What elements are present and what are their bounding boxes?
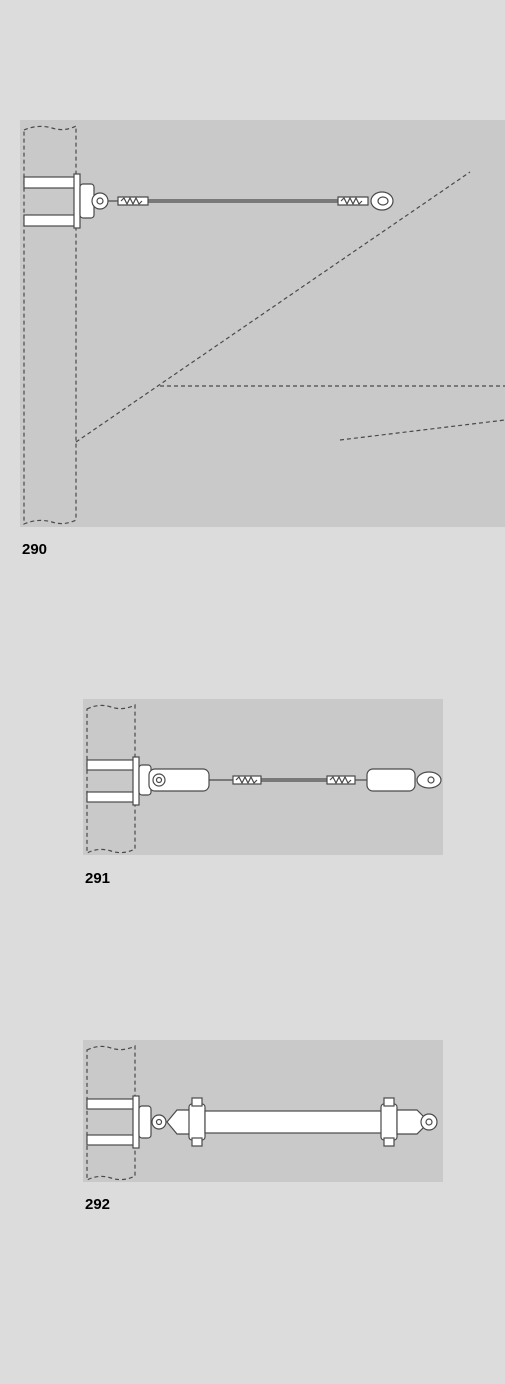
figure-291-panel bbox=[83, 699, 443, 855]
clamp-bracket bbox=[86, 1095, 167, 1149]
figure-label: 290 bbox=[22, 541, 48, 558]
clamp-bracket bbox=[86, 756, 152, 806]
tube-strut bbox=[166, 1097, 438, 1147]
pole-outline bbox=[23, 125, 77, 525]
clamp-bracket bbox=[23, 173, 109, 229]
figure-label: 291 bbox=[85, 870, 111, 887]
dashed-guide-line bbox=[75, 171, 471, 443]
figure-290-panel bbox=[20, 120, 505, 527]
figure-292-panel bbox=[83, 1040, 443, 1182]
figure-292-drawing bbox=[86, 1045, 438, 1181]
wire-rope bbox=[108, 191, 394, 211]
figure-291-drawing bbox=[86, 704, 442, 854]
pole-outline bbox=[86, 1045, 136, 1181]
dashed-guide-line bbox=[339, 419, 505, 441]
figure-290-drawing bbox=[23, 125, 505, 525]
turnbuckle-assembly bbox=[148, 768, 442, 792]
pole-outline bbox=[86, 704, 136, 854]
figure-label: 292 bbox=[85, 1196, 111, 1213]
